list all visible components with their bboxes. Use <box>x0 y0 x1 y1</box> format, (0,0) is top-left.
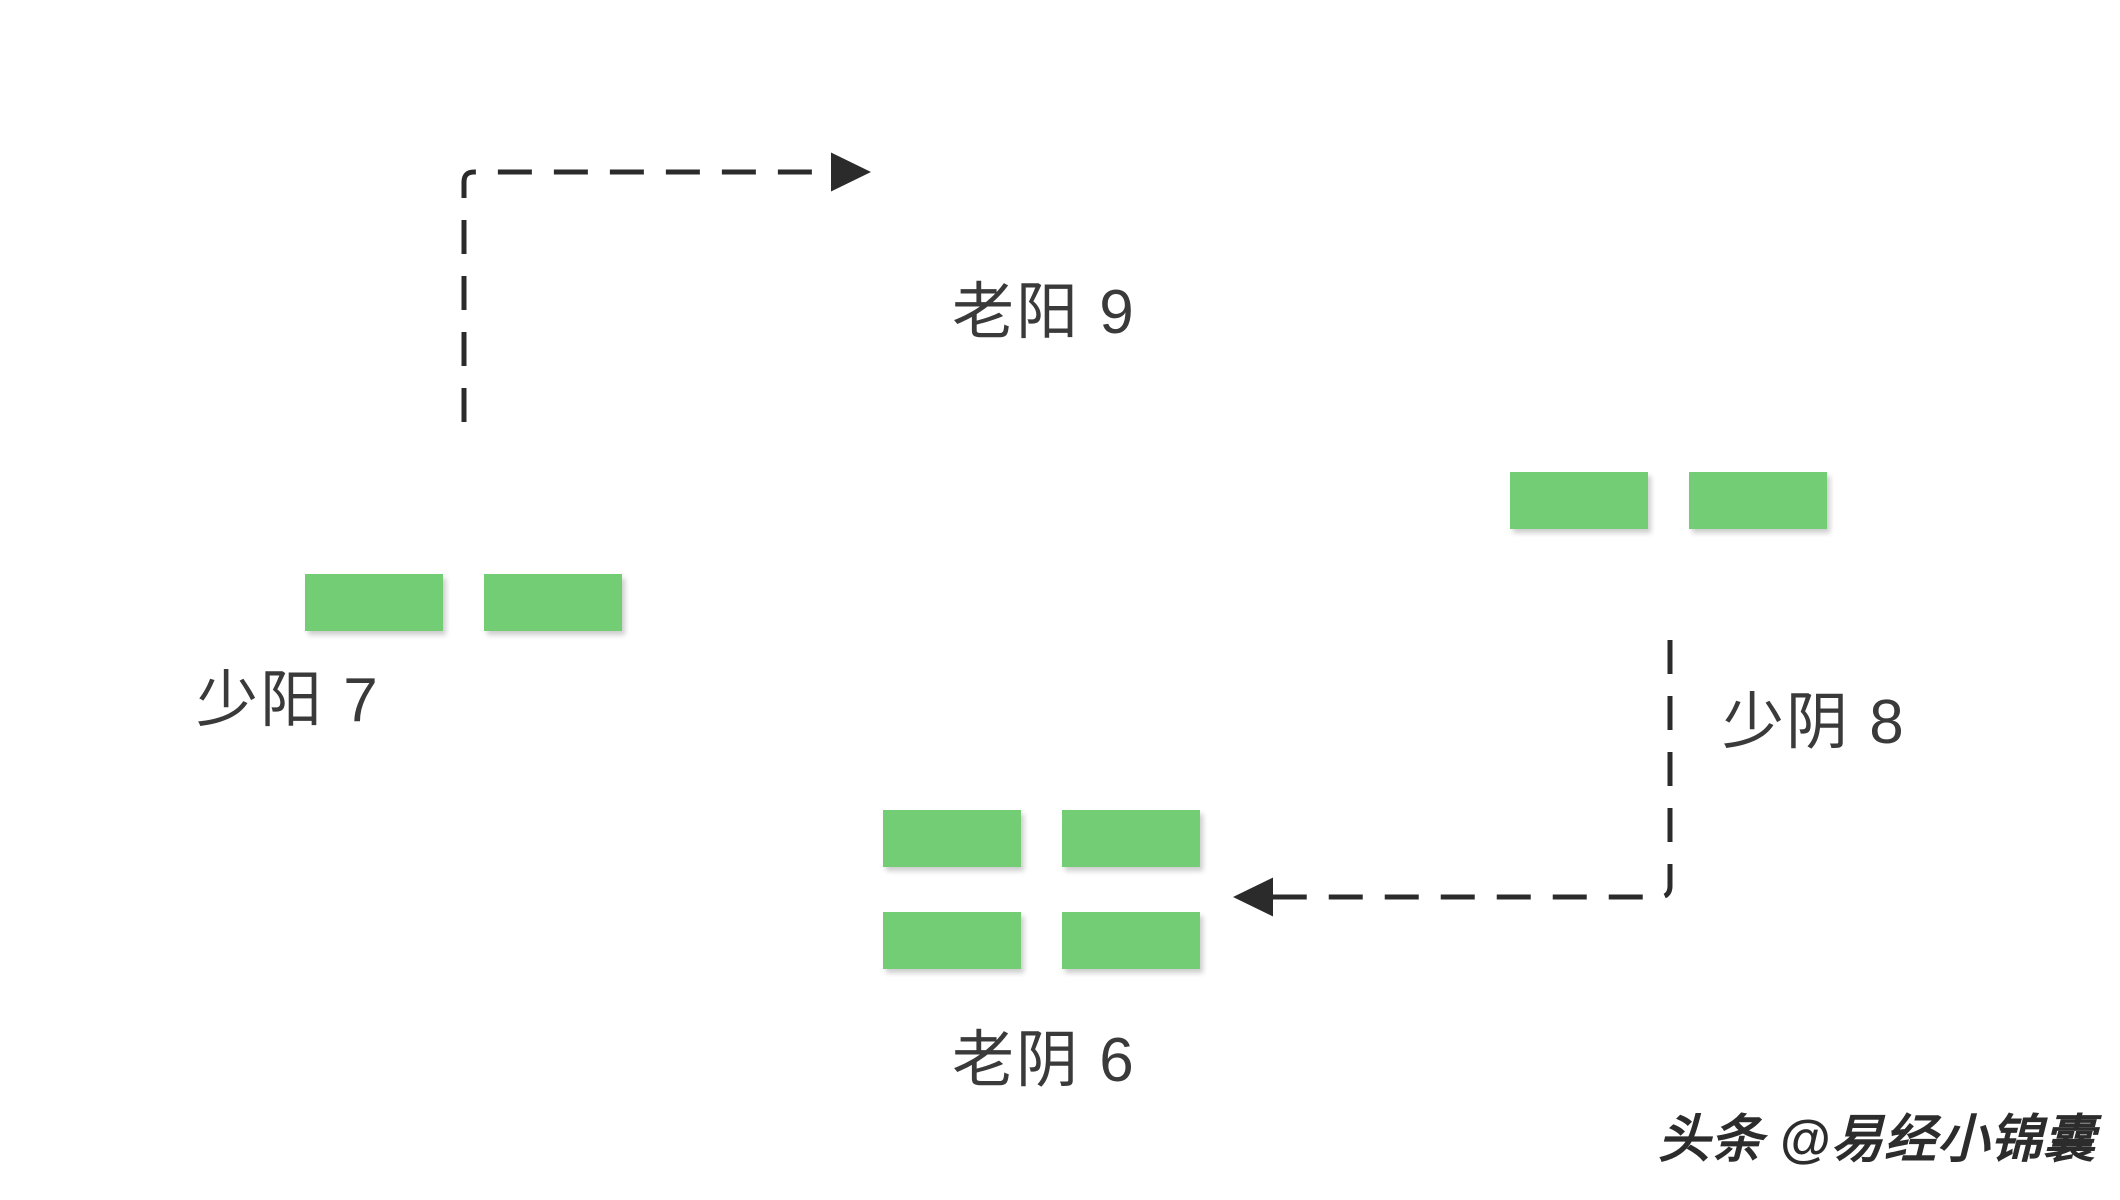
yao-bar-right <box>484 574 622 631</box>
edge-shaoyang-to-laoyang <box>461 152 871 422</box>
edge-shaoyin-to-laoyin <box>1233 640 1673 917</box>
figure-label-shaoyang: 少阳 7 <box>196 666 380 735</box>
yao-bar-left <box>305 574 443 631</box>
yao-bar-right <box>1062 912 1200 969</box>
yao-bar-right <box>1062 810 1200 867</box>
yao-bar-left <box>883 912 1021 969</box>
yao-bar-left <box>1510 472 1648 529</box>
watermark-text: 头条 @易经小锦囊 <box>1657 1111 2096 1169</box>
figure-label-shaoyin: 少阴 8 <box>1722 688 1906 757</box>
yao-bar-left <box>883 810 1021 867</box>
figure-label-laoyang: 老阳 9 <box>952 278 1136 347</box>
yao-bar-right <box>1689 472 1827 529</box>
figure-label-laoyin: 老阴 6 <box>952 1026 1136 1095</box>
